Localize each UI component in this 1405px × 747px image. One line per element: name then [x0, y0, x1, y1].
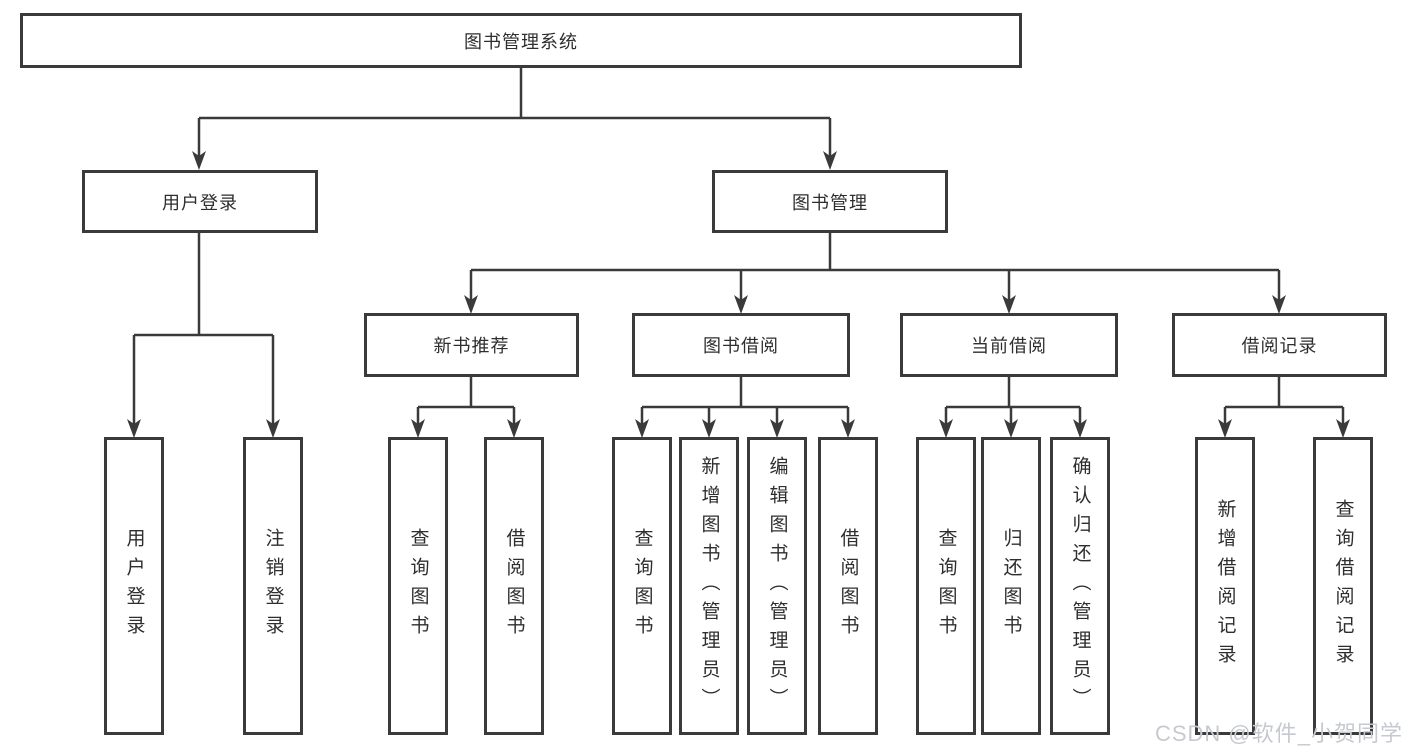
connector-borrow-records-to-leaves [1223, 377, 1345, 424]
arrow-down-icon [702, 419, 716, 438]
leaf-recommend-borrow-books-label: 借阅图书 [503, 528, 525, 644]
leaf-borrow-query-books-label: 查询图书 [631, 528, 653, 644]
arrow-down-icon [266, 419, 280, 438]
leaf-add-books-admin-label: 新增图书（管理员） [698, 455, 720, 717]
connector-current-borrow-to-leaves [944, 377, 1082, 424]
leaf-edit-books-admin-label: 编辑图书（管理员） [766, 455, 788, 717]
arrow-down-icon [464, 295, 478, 314]
leaf-logout: 注销登录 [243, 437, 303, 735]
connector-root-to-level2 [197, 68, 832, 156]
leaf-borrow-books-label: 借阅图书 [837, 528, 859, 644]
arrow-down-icon [939, 419, 953, 438]
node-current-borrow-label: 当前借阅 [971, 336, 1047, 356]
node-root-label: 图书管理系统 [464, 31, 578, 52]
connector-book-borrow-to-leaves [640, 377, 850, 424]
node-new-book-recommend-label: 新书推荐 [433, 336, 510, 356]
arrow-down-icon [192, 151, 206, 170]
arrow-down-icon [1073, 419, 1087, 438]
node-book-borrow: 图书借阅 [632, 313, 850, 377]
leaf-query-borrow-record-label: 查询借阅记录 [1332, 499, 1354, 673]
arrow-down-icon [1218, 419, 1232, 438]
leaf-user-login-label: 用户登录 [123, 528, 145, 644]
leaf-recommend-query-books: 查询图书 [388, 437, 448, 735]
node-book-borrow-label: 图书借阅 [703, 336, 779, 356]
arrow-down-icon [1002, 295, 1016, 314]
leaf-logout-label: 注销登录 [262, 528, 284, 644]
node-borrow-records-label: 借阅记录 [1241, 336, 1318, 356]
leaf-borrow-query-books: 查询图书 [612, 437, 672, 735]
leaf-add-borrow-record: 新增借阅记录 [1195, 437, 1255, 735]
leaf-current-query-books-label: 查询图书 [935, 528, 957, 644]
arrow-down-icon [841, 419, 855, 438]
leaf-edit-books-admin: 编辑图书（管理员） [747, 437, 807, 735]
node-book-management: 图书管理 [712, 170, 948, 233]
leaf-add-borrow-record-label: 新增借阅记录 [1214, 499, 1236, 673]
leaf-confirm-return-admin-label: 确认归还（管理员） [1069, 455, 1091, 717]
leaf-borrow-books: 借阅图书 [818, 437, 878, 735]
node-borrow-records: 借阅记录 [1172, 313, 1387, 377]
arrow-down-icon [823, 151, 837, 170]
leaf-return-books: 归还图书 [981, 437, 1041, 735]
connector-user-login-to-leaves [132, 233, 275, 424]
node-new-book-recommend: 新书推荐 [364, 313, 579, 377]
node-current-borrow: 当前借阅 [900, 313, 1118, 377]
arrow-down-icon [507, 419, 521, 438]
node-user-login-label: 用户登录 [162, 192, 238, 213]
leaf-add-books-admin: 新增图书（管理员） [679, 437, 739, 735]
leaf-current-query-books: 查询图书 [916, 437, 976, 735]
arrow-down-icon [635, 419, 649, 438]
arrow-down-icon [770, 419, 784, 438]
arrow-down-icon [1272, 295, 1286, 314]
node-root: 图书管理系统 [20, 13, 1022, 68]
leaf-recommend-query-books-label: 查询图书 [407, 528, 429, 644]
leaf-query-borrow-record: 查询借阅记录 [1313, 437, 1373, 735]
connector-book-management-to-level3 [469, 233, 1281, 300]
leaf-return-books-label: 归还图书 [1000, 528, 1022, 644]
arrow-down-icon [1336, 419, 1350, 438]
arrow-down-icon [1004, 419, 1018, 438]
arrow-down-icon [734, 295, 748, 314]
leaf-recommend-borrow-books: 借阅图书 [484, 437, 544, 735]
node-user-login: 用户登录 [82, 170, 318, 233]
node-book-management-label: 图书管理 [792, 192, 868, 213]
arrow-down-icon [411, 419, 425, 438]
leaf-confirm-return-admin: 确认归还（管理员） [1050, 437, 1110, 735]
leaf-user-login: 用户登录 [104, 437, 164, 735]
arrow-down-icon [127, 419, 141, 438]
connector-new-book-to-leaves [416, 377, 516, 424]
